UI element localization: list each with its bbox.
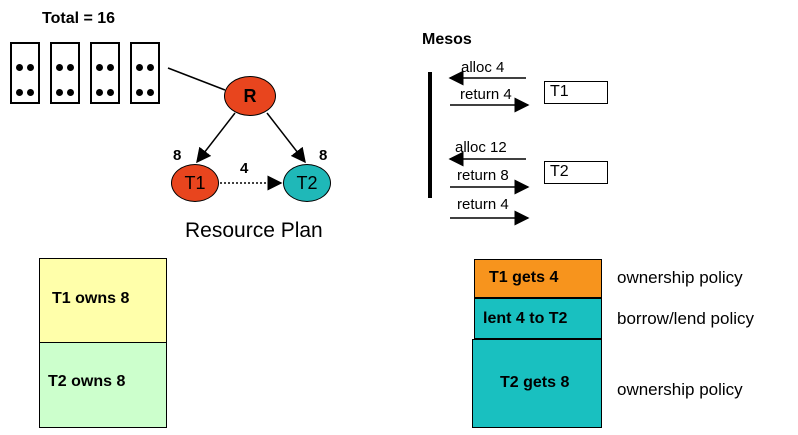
t1-gets-block: T1 gets 4 — [474, 259, 602, 298]
node-t2: T2 — [283, 164, 331, 202]
total-label: Total = 16 — [42, 10, 116, 27]
policy-label-3: ownership policy — [617, 380, 743, 399]
t1-owns-block: T1 owns 8 — [39, 258, 167, 343]
task-t2-box: T2 — [544, 161, 608, 184]
t2-owns-block: T2 owns 8 — [39, 342, 167, 428]
server-3 — [90, 42, 120, 104]
t1-owns-label: T1 owns 8 — [52, 290, 130, 307]
msg-alloc-12: alloc 12 — [455, 139, 507, 156]
node-t1: T1 — [171, 164, 219, 202]
t1-count-label: 8 — [173, 147, 182, 164]
r-to-t2-arrow — [266, 112, 306, 164]
policy-label-2: borrow/lend policy — [617, 309, 755, 328]
t2-owns-label: T2 owns 8 — [48, 373, 126, 390]
msg-return-8: return 8 — [457, 167, 509, 184]
msg-return-4: return 4 — [460, 86, 512, 103]
t2-count-label: 8 — [319, 147, 328, 164]
t2-gets-block: T2 gets 8 — [472, 339, 602, 428]
mesos-title: Mesos — [422, 31, 472, 48]
msg-return-4b: return 4 — [457, 196, 509, 213]
t2-gets-label: T2 gets 8 — [500, 374, 570, 391]
server-4 — [130, 42, 160, 104]
lent-label: lent 4 to T2 — [483, 310, 568, 327]
resource-plan-caption: Resource Plan — [185, 219, 323, 242]
lent-block: lent 4 to T2 — [474, 298, 602, 339]
t1-gets-label: T1 gets 4 — [489, 269, 559, 286]
task-t1-box: T1 — [544, 81, 608, 104]
r-to-t1-arrow — [196, 112, 236, 164]
node-r: R — [224, 76, 276, 116]
server-2 — [50, 42, 80, 104]
policy-label-1: ownership policy — [617, 268, 743, 287]
server-1 — [10, 42, 40, 104]
transfer-count-label: 4 — [240, 160, 249, 177]
servers-to-r-line — [167, 67, 226, 91]
msg-alloc-4: alloc 4 — [461, 59, 505, 76]
